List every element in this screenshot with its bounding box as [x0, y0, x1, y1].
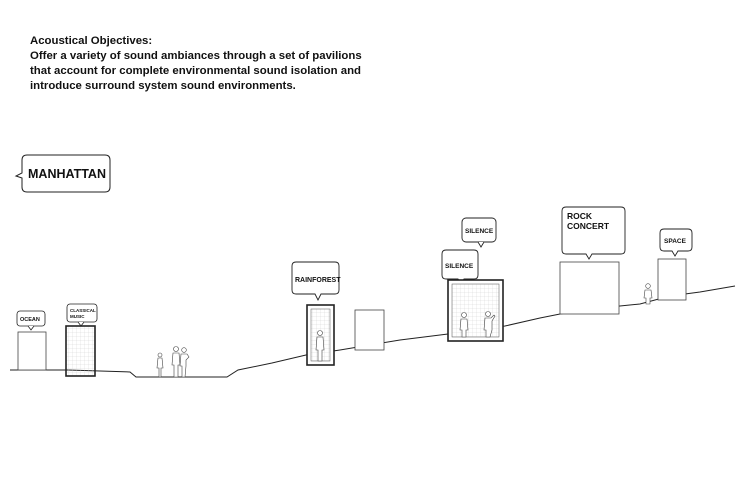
objectives-text-line-3: introduce surround system sound environm…	[30, 80, 296, 92]
rock-label-line-1: ROCK	[567, 211, 593, 221]
pavilion-rock-concert: ROCK CONCERT	[559, 206, 626, 315]
pavilion-silence: SILENCE	[441, 249, 504, 342]
pavilion-rainforest: RAINFOREST	[291, 261, 341, 366]
ocean-label: OCEAN	[20, 317, 40, 323]
classical-pavilion-box	[65, 325, 96, 377]
empty-pavilion-box	[354, 309, 385, 351]
silence-lower-label: SILENCE	[445, 263, 474, 270]
classical-label-line-2: MUSIC	[70, 314, 85, 319]
manhattan-callout: MANHATTAN	[14, 154, 111, 193]
pavilion-space: SPACE	[657, 228, 693, 301]
objectives-text-line-2: that account for complete environmental …	[30, 65, 361, 77]
silence-upper-callout: SILENCE	[461, 217, 497, 248]
manhattan-label: MANHATTAN	[28, 167, 106, 181]
classical-label-line-1: CLASSICAL	[70, 308, 96, 313]
person-slope	[643, 283, 653, 305]
rock-pavilion-box	[559, 261, 620, 315]
objectives-title: Acoustical Objectives:	[30, 35, 153, 47]
rainforest-callout	[291, 261, 340, 302]
space-pavilion-box	[657, 258, 687, 301]
silence-upper-label: SILENCE	[465, 228, 494, 235]
rainforest-label: RAINFOREST	[295, 277, 341, 284]
rock-label-line-2: CONCERT	[567, 221, 610, 231]
objectives-header: Acoustical Objectives: Offer a variety o…	[30, 34, 590, 94]
people-silence	[459, 311, 496, 338]
person-rainforest	[315, 330, 325, 362]
ground-line	[10, 285, 736, 378]
space-callout	[659, 228, 693, 257]
people-group-valley	[156, 346, 190, 378]
objectives-text-line-1: Offer a variety of sound ambiances throu…	[30, 50, 362, 62]
rock-concert-callout	[561, 206, 626, 260]
ocean-pavilion-box	[17, 331, 47, 371]
pavilion-ocean: OCEAN	[16, 310, 47, 371]
classical-callout	[66, 303, 98, 323]
space-label: SPACE	[664, 238, 687, 245]
pavilion-classical-music: CLASSICAL MUSIC	[65, 303, 98, 377]
